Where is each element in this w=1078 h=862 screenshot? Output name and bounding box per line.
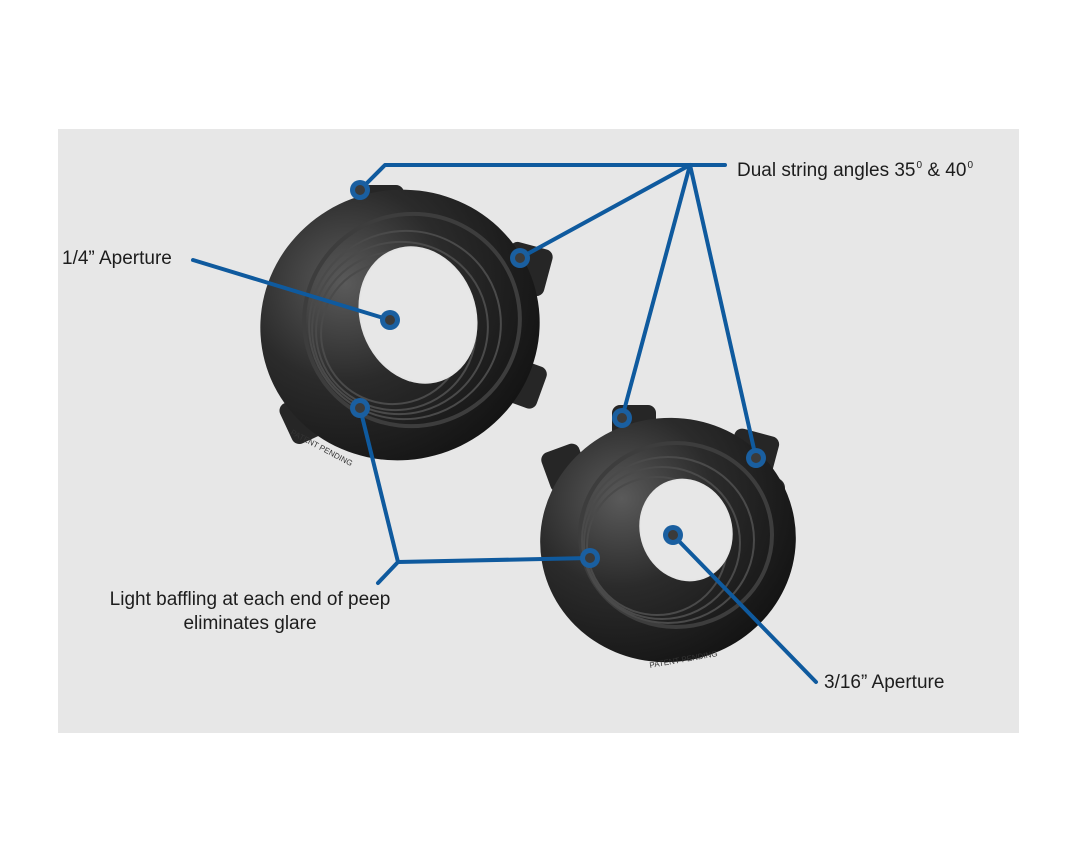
large-peep-sight: PATENT PENDING: [260, 185, 553, 468]
callout-dot: [350, 398, 370, 418]
quarter-aperture-leader: [191, 258, 392, 322]
callout-dot: [380, 310, 400, 330]
large-peep-outer-lip: [302, 211, 522, 429]
callout-dot: [612, 408, 632, 428]
callout-dot: [746, 448, 766, 468]
three-sixteenth-aperture-label: 3/16” Aperture: [824, 672, 945, 693]
dual-angle-leader-3: [620, 163, 692, 420]
dual-angle-leader-2: [518, 163, 692, 260]
degree-sup-1: 0: [916, 160, 923, 171]
dual-angle-leader-4: [688, 163, 758, 460]
callout-dots: [350, 180, 766, 568]
light-baffling-label: Light baffling at each end of peep elimi…: [109, 589, 391, 634]
callout-lines: [191, 163, 818, 684]
callout-dot: [510, 248, 530, 268]
callout-dot: [580, 548, 600, 568]
three-sixteenth-leader: [671, 533, 818, 684]
quarter-aperture-label: 1/4” Aperture: [62, 248, 172, 269]
large-peep-aperture: [358, 246, 478, 384]
callout-dot: [663, 525, 683, 545]
figure-panel: [58, 129, 1019, 733]
light-baffle-leader-2: [396, 556, 592, 564]
small-peep-aperture: [639, 478, 733, 582]
dual-angles-text: Dual string angles 35: [737, 160, 916, 181]
degree-sup-2: 0: [967, 160, 973, 171]
dual-angles-mid: & 40: [922, 160, 967, 181]
dual-angle-leader-1: [358, 163, 727, 192]
dual-string-angles-label: Dual string angles 350 & 400: [737, 154, 973, 183]
small-peep-outer-lip: [578, 441, 774, 629]
callout-dot: [350, 180, 370, 200]
